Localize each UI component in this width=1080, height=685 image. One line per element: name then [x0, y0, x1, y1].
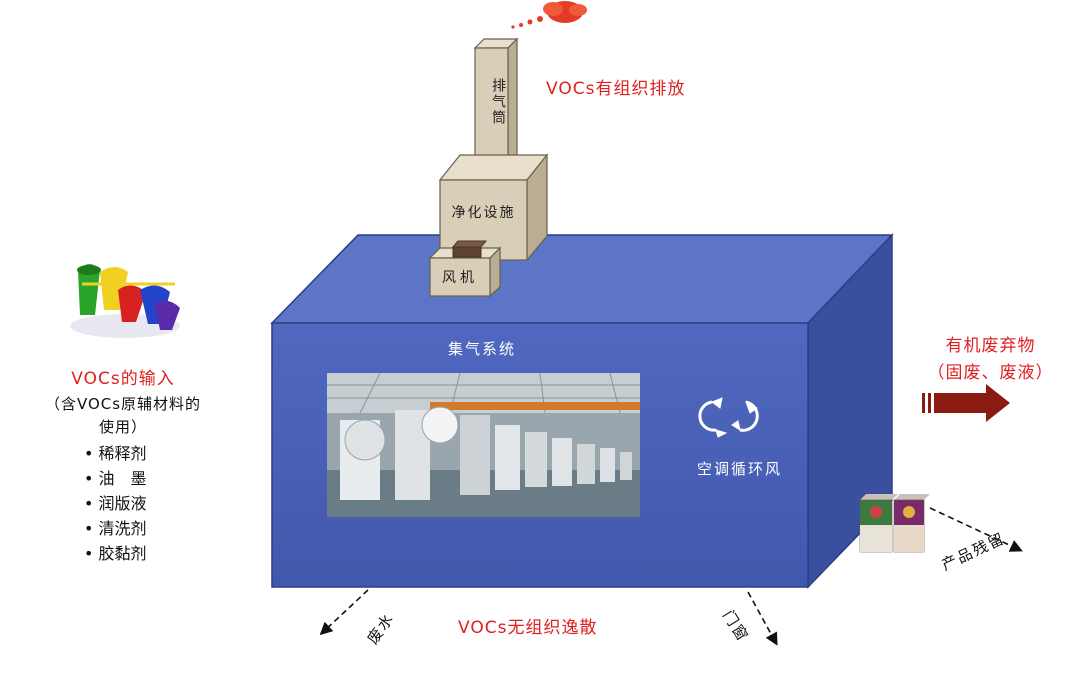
- voc-input-list: 稀释剂 油 墨 润版液 清洗剂 胶黏剂: [18, 441, 228, 566]
- fan-unit: [428, 240, 502, 298]
- purifier-label: 净化设施: [451, 205, 516, 221]
- waste-water-arrow: [319, 589, 369, 636]
- factory-photo: [327, 372, 640, 517]
- voc-input-subtitle-2: 使用）: [98, 418, 147, 436]
- fan-label: 风机: [442, 270, 478, 286]
- circulation-icon: [698, 397, 759, 438]
- organic-waste-line2: （固废、废液）: [927, 363, 1054, 383]
- list-item: 润版液: [84, 491, 228, 516]
- fugitive-emission-label: VOCs无组织逸散: [458, 618, 598, 638]
- organic-waste-line1: 有机废弃物: [945, 336, 1036, 356]
- product-residue-arrow: [929, 507, 1023, 552]
- organized-emission-label: VOCs有组织排放: [546, 79, 686, 99]
- voc-input-block: VOCs的输入 （含VOCs原辅材料的 使用） 稀释剂 油 墨 润版液 清洗剂 …: [18, 364, 228, 566]
- list-item: 胶黏剂: [84, 541, 228, 566]
- stack-label: 排气筒: [490, 78, 506, 126]
- voc-input-subtitle-1: （含VOCs原辅材料的: [44, 395, 202, 413]
- smoke-icon: [511, 1, 587, 29]
- collection-system-label: 集气系统: [448, 340, 517, 358]
- product-boxes-icon: [859, 494, 930, 553]
- list-item: 油 墨: [84, 466, 228, 491]
- ac-circulation-label: 空调循环风: [697, 460, 783, 478]
- list-item: 稀释剂: [84, 441, 228, 466]
- organic-waste-arrow: [922, 384, 1010, 422]
- workshop-top-face: [270, 234, 894, 324]
- voc-input-title: VOCs的输入: [71, 369, 175, 389]
- list-item: 清洗剂: [84, 516, 228, 541]
- organic-waste-label: 有机废弃物 （固废、废液）: [908, 331, 1073, 383]
- paint-buckets-icon: [70, 264, 180, 338]
